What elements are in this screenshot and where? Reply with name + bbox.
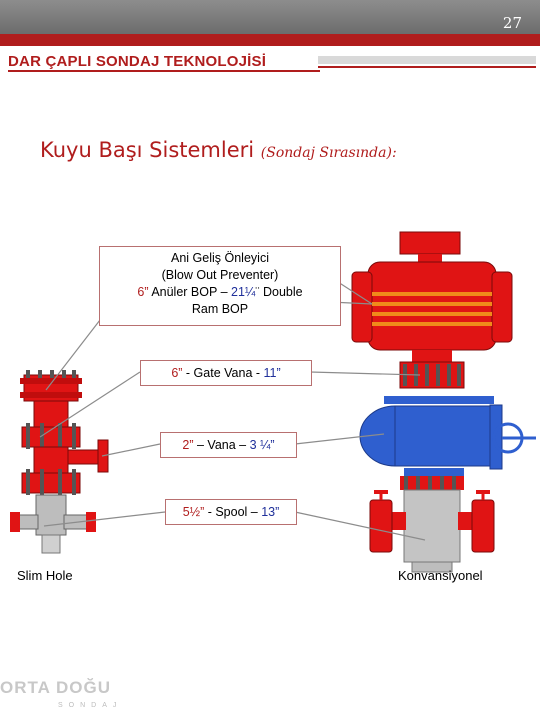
- title-bar: [0, 0, 540, 34]
- header-red-band: [0, 34, 540, 46]
- valve-label: 2” – Vana – 3 ¼”: [160, 432, 297, 458]
- spool-size-conv: 13”: [261, 505, 280, 519]
- gate-valve-label: 6” - Gate Vana - 11”: [140, 360, 312, 386]
- valve-size-conv: 3 ¼”: [249, 438, 275, 452]
- wellhead-diagram: [10, 231, 536, 573]
- bop-annular-text: Anüler BOP –: [148, 285, 231, 299]
- slim-hole-wellhead: [10, 370, 109, 554]
- bop-ram-size: 21¼: [231, 285, 256, 299]
- company-logo: ORTA DOĞU: [0, 678, 111, 697]
- bop-line3: 6” Anüler BOP – 21¼¨ Double: [100, 284, 340, 301]
- bop-line4: Ram BOP: [191, 302, 249, 316]
- header-red-rule-left: [8, 70, 320, 72]
- section-heading: Kuyu Başı Sistemleri (Sondaj Sırasında):: [40, 138, 397, 162]
- spool-size-slim: 5½”: [182, 505, 205, 519]
- bop-ram-text: ¨ Double: [255, 285, 303, 299]
- header-red-rule-right: [318, 66, 536, 68]
- valve-text: – Vana –: [193, 438, 250, 452]
- header-white-line: [0, 46, 540, 50]
- bop-annular-size: 6”: [137, 285, 149, 299]
- bop-line2: (Blow Out Preventer): [161, 268, 279, 282]
- heading-sub: (Sondaj Sırasında):: [260, 145, 397, 161]
- bop-line1: Ani Geliş Önleyici: [171, 251, 269, 265]
- spool-label: 5½” - Spool – 13”: [165, 499, 297, 525]
- bop-label: Ani Geliş Önleyici (Blow Out Preventer) …: [99, 246, 341, 326]
- page-number: 27: [502, 14, 522, 32]
- gate-size-slim: 6”: [171, 366, 183, 380]
- heading-main: Kuyu Başı Sistemleri: [40, 138, 261, 162]
- valve-size-slim: 2”: [182, 438, 194, 452]
- gate-size-conv: 11”: [263, 366, 281, 380]
- company-logo-sub: SONDAJ: [58, 702, 123, 709]
- slim-hole-caption: Slim Hole: [17, 568, 73, 583]
- gate-text: - Gate Vana -: [182, 366, 264, 380]
- header-title: DAR ÇAPLI SONDAJ TEKNOLOJİSİ: [8, 53, 267, 70]
- conventional-wellhead: [351, 231, 536, 573]
- conventional-caption: Konvansiyonel: [398, 568, 483, 583]
- spool-text: - Spool –: [204, 505, 262, 519]
- header-gray-rule: [318, 56, 536, 64]
- leader-lines: [39, 281, 426, 541]
